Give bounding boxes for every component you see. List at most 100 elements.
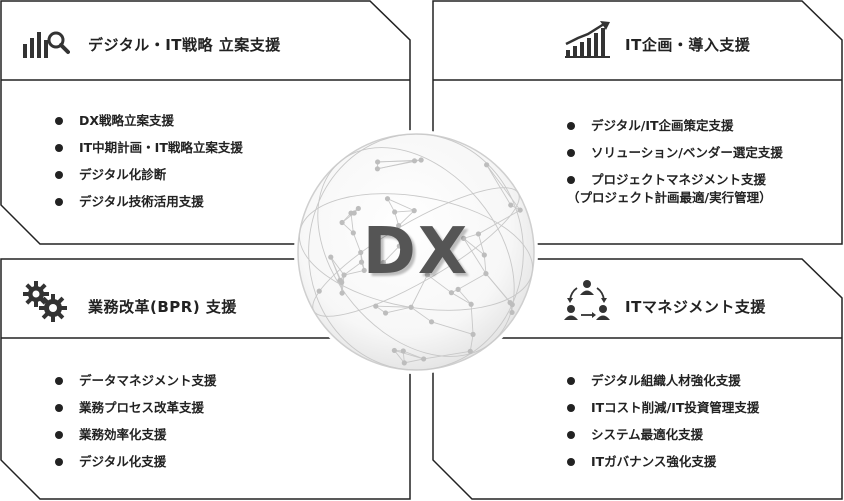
globe-link: [457, 273, 487, 290]
globe-link: [457, 289, 472, 305]
globe-node: [408, 304, 414, 310]
globe-node: [396, 243, 402, 249]
globe-link: [463, 238, 487, 274]
globe-node: [424, 272, 431, 278]
globe-link: [343, 261, 362, 276]
panel-top-right-title: IT企画・導入支援: [625, 36, 751, 54]
list-item: IT中期計画・IT戦略立案支援: [55, 139, 243, 157]
globe-link: [398, 210, 415, 226]
globe-link: [350, 213, 354, 233]
list-item: DX戦略立案支援: [55, 112, 243, 130]
panel-bottom-right: ITマネジメント支援 デジタル組織人材強化支援 ITコスト削減/IT投資管理支援…: [432, 258, 844, 501]
globe-node: [339, 279, 345, 285]
panel-top-right: IT企画・導入支援 デジタル/IT企画策定支援 ソリューション/ベンダー選定支援…: [432, 0, 844, 245]
globe-node: [382, 310, 389, 316]
list-item: ITコスト削減/IT投資管理支援: [567, 399, 759, 417]
globe-node: [355, 205, 361, 212]
globe-node: [470, 331, 476, 337]
globe-node: [373, 303, 379, 309]
list-item-sub: （プロジェクト計画最適/実行管理）: [567, 190, 772, 205]
list-item: ソリューション/ベンダー選定支援: [567, 144, 783, 162]
globe-link: [404, 358, 424, 364]
growth-chart-icon: [565, 21, 610, 58]
globe-link: [451, 292, 472, 305]
globe-link: [394, 350, 405, 364]
globe-node: [400, 348, 406, 354]
panel-bottom-left: 業務改革(BPR) 支援 データマネジメント支援 業務プロセス改革支援 業務効率…: [0, 258, 412, 501]
globe-link: [387, 198, 415, 212]
globe-node: [475, 231, 482, 237]
globe-link: [423, 350, 471, 360]
globe-link: [377, 160, 415, 163]
globe-node: [384, 196, 391, 202]
list-item: 業務プロセス改革支援: [55, 399, 217, 417]
chart-search-icon: [23, 31, 70, 58]
list-item: デジタル/IT企画策定支援: [567, 117, 783, 135]
globe-node: [509, 309, 515, 316]
globe-node: [508, 202, 514, 208]
panel-top-left: デジタル・IT戦略 立案支援 DX戦略立案支援 IT中期計画・IT戦略立案支援 …: [0, 0, 412, 245]
globe-link: [383, 245, 400, 263]
globe-link: [377, 160, 415, 170]
globe-link: [352, 232, 362, 253]
globe-link: [477, 233, 485, 256]
globe-link: [343, 269, 365, 276]
globe-node: [374, 166, 381, 172]
list-item: デジタル化支援: [55, 453, 217, 471]
panel-top-left-list: DX戦略立案支援 IT中期計画・IT戦略立案支援 デジタル化診断 デジタル技術活…: [55, 112, 243, 220]
globe-node: [411, 208, 417, 214]
globe-node: [396, 223, 402, 229]
globe-node: [328, 254, 334, 260]
panel-bottom-right-list: デジタル組織人材強化支援 ITコスト削減/IT投資管理支援 システム最適化支援 …: [567, 372, 759, 480]
network-globe-icon: [294, 130, 538, 374]
globe-node: [509, 302, 515, 308]
team-cycle-icon: [564, 280, 610, 320]
globe-node: [428, 319, 435, 325]
panel-bottom-left-title: 業務改革(BPR) 支援: [88, 298, 237, 316]
globe-node: [421, 356, 427, 362]
globe-node: [358, 259, 365, 265]
panel-top-right-list: デジタル/IT企画策定支援 ソリューション/ベンダー選定支援 プロジェクトマネジ…: [567, 117, 783, 207]
globe-node: [401, 360, 407, 366]
globe-link: [398, 225, 400, 247]
list-item: ITガバナンス強化支援: [567, 453, 759, 471]
globe-node: [455, 286, 461, 292]
globe-link: [478, 209, 521, 235]
globe-link: [410, 274, 428, 308]
globe-link: [410, 306, 432, 323]
globe-node: [358, 249, 364, 256]
list-item: システム最適化支援: [567, 426, 759, 444]
globe-link: [486, 164, 512, 206]
globe-node: [468, 301, 474, 307]
globe-arc: [308, 134, 524, 370]
list-item: デジタル組織人材強化支援: [567, 372, 759, 390]
globe-link: [403, 350, 424, 360]
globe-node: [392, 209, 398, 215]
list-item: 業務効率化支援: [55, 426, 217, 444]
globe-link: [394, 210, 415, 213]
globe-link: [427, 274, 452, 294]
globe-link: [385, 306, 412, 314]
globe-node: [461, 235, 467, 241]
globe-link: [469, 334, 474, 352]
globe-link: [463, 238, 485, 256]
panel-top-left-title: デジタル・IT戦略 立案支援: [88, 36, 281, 54]
globe-node: [467, 348, 473, 354]
globe-node: [483, 270, 489, 277]
dx-label: DX: [362, 215, 470, 289]
panel-bottom-left-list: データマネジメント支援 業務プロセス改革支援 業務効率化支援 デジタル化支援: [55, 372, 217, 480]
globe-node: [339, 219, 345, 226]
globe-link: [375, 305, 412, 308]
globe-node: [361, 267, 367, 274]
globe-node: [341, 272, 347, 278]
list-item: デジタル技術活用支援: [55, 193, 243, 211]
globe-node: [448, 290, 455, 296]
globe-node: [339, 290, 345, 296]
globe-node: [484, 162, 490, 168]
gears-icon: [23, 281, 67, 322]
list-item: デジタル化診断: [55, 166, 243, 184]
list-item: データマネジメント支援: [55, 372, 217, 390]
globe-link: [483, 254, 487, 274]
globe-link: [431, 321, 474, 335]
globe-node: [391, 347, 397, 354]
